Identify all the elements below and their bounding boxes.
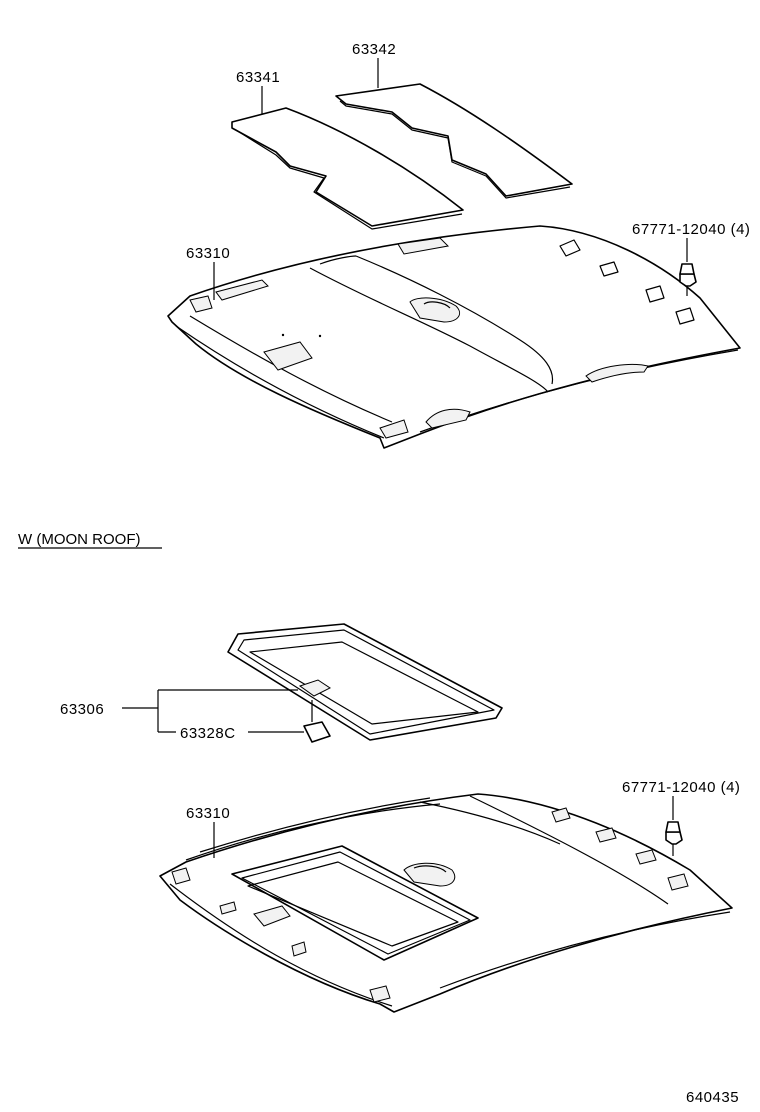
- label-clip-upper: 67771-12040 (4): [632, 221, 750, 238]
- diagram-code: 640435: [686, 1089, 739, 1106]
- headliner-63310-lower[interactable]: [159, 793, 733, 1013]
- label-63341: 63341: [236, 69, 280, 86]
- headliner-63310-upper[interactable]: [167, 225, 741, 449]
- label-clip-lower: 67771-12040 (4): [622, 779, 740, 796]
- pad-63341[interactable]: [231, 107, 464, 230]
- bracket-63306: [157, 689, 298, 733]
- moonroof-frame-63306[interactable]: [227, 623, 503, 741]
- label-63310-upper: 63310: [186, 245, 230, 262]
- label-63306: 63306: [60, 701, 104, 718]
- label-63310-lower: 63310: [186, 805, 230, 822]
- label-63328c: 63328C: [180, 725, 236, 742]
- pad-63342[interactable]: [335, 83, 573, 199]
- part-63328c[interactable]: [303, 721, 331, 743]
- label-63342: 63342: [352, 41, 396, 58]
- clip-67771-lower[interactable]: [665, 821, 683, 856]
- section-title-moon-roof: W (MOON ROOF): [18, 531, 140, 548]
- clip-67771-upper[interactable]: [679, 263, 697, 296]
